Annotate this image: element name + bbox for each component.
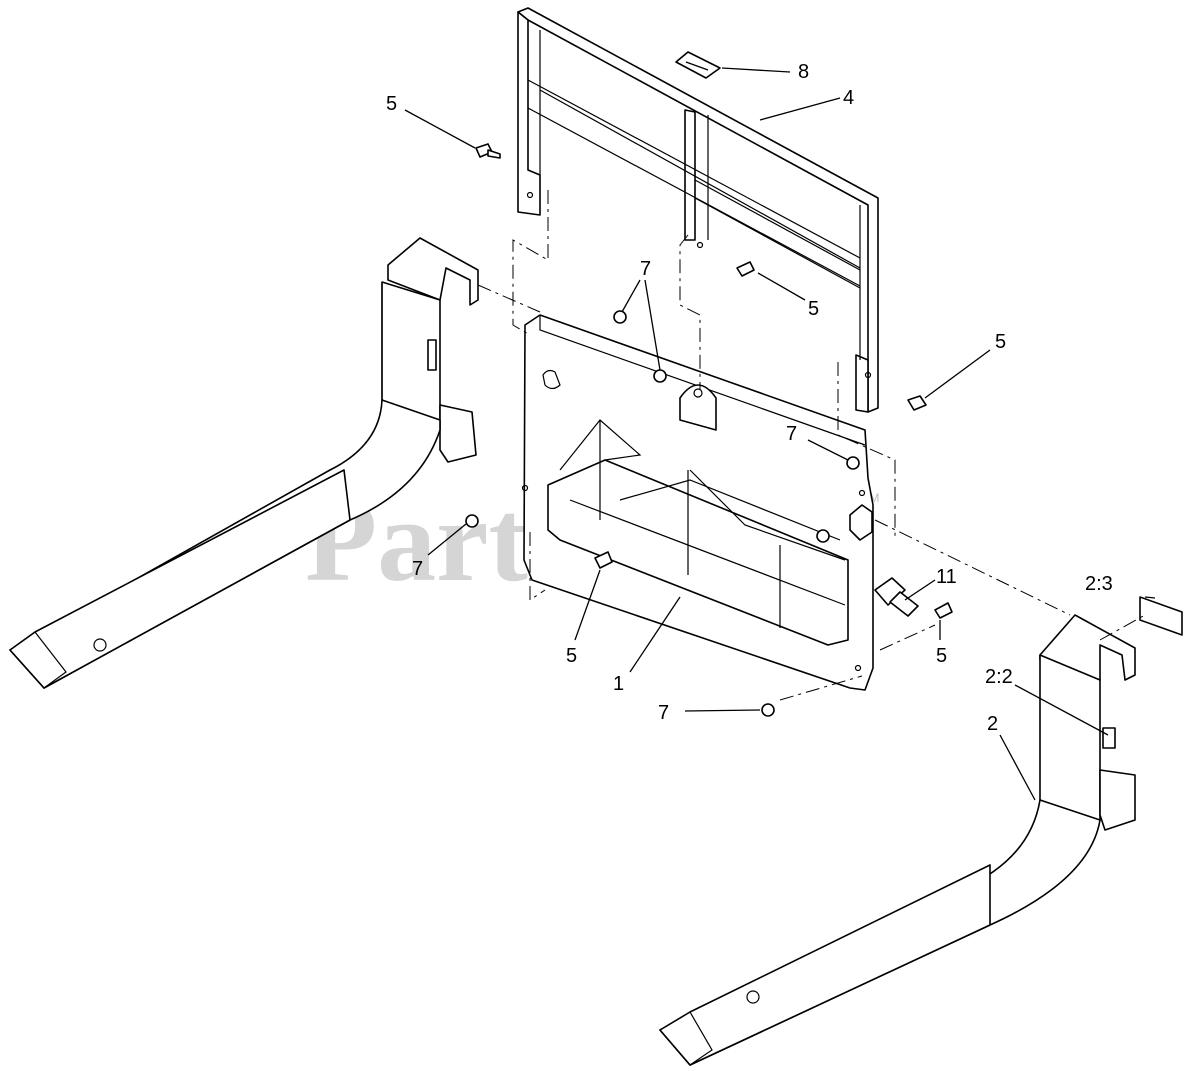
pin-11 bbox=[889, 591, 919, 617]
callout-1: 1 bbox=[613, 673, 624, 695]
callout-2-2: 2:2 bbox=[985, 666, 1013, 688]
nut-plate bbox=[816, 529, 830, 543]
carriage-plate bbox=[521, 314, 906, 691]
callout-2: 2 bbox=[987, 713, 998, 735]
callout-8: 8 bbox=[798, 61, 809, 83]
left-fork bbox=[9, 237, 479, 689]
callout-5: 5 bbox=[808, 298, 819, 320]
bolt-lower-right bbox=[934, 602, 953, 619]
bolt-top-left bbox=[475, 143, 501, 159]
callout-5: 5 bbox=[566, 645, 577, 667]
callout-5: 5 bbox=[995, 331, 1006, 353]
nut-center bbox=[653, 369, 667, 383]
nut-left bbox=[465, 514, 479, 528]
bolt-right bbox=[907, 395, 927, 411]
callout-7: 7 bbox=[658, 702, 669, 724]
bolt-lower-left bbox=[594, 551, 613, 569]
callout-7: 7 bbox=[640, 258, 651, 280]
nut-right bbox=[846, 456, 860, 470]
callout-5: 5 bbox=[386, 93, 397, 115]
nut-bottom bbox=[761, 703, 775, 717]
right-fork bbox=[659, 596, 1183, 1066]
callout-7: 7 bbox=[786, 423, 797, 445]
callout-4: 4 bbox=[843, 87, 854, 109]
callout-7: 7 bbox=[412, 558, 423, 580]
bolt-center bbox=[736, 261, 755, 277]
callout-2-3: 2:3 bbox=[1085, 573, 1113, 595]
callout-5: 5 bbox=[936, 645, 947, 667]
guard-frame bbox=[517, 7, 879, 413]
nut-top bbox=[613, 310, 627, 324]
callout-11: 11 bbox=[936, 566, 957, 588]
